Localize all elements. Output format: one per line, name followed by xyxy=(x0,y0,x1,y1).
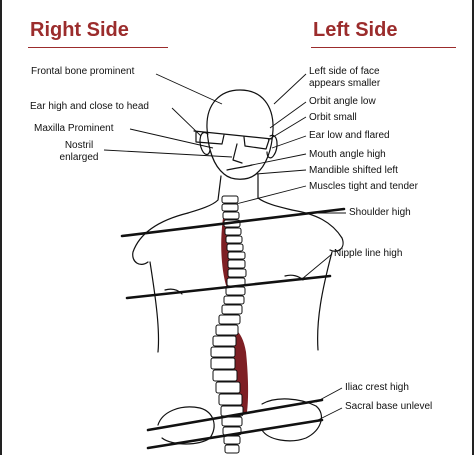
label-ear-high: Ear high and close to head xyxy=(30,101,149,112)
left-heading-rule xyxy=(311,47,456,48)
left-shoulder xyxy=(291,209,344,252)
label-face-smaller: Left side of face appears smaller xyxy=(309,66,380,90)
neck-right xyxy=(187,175,222,214)
right-shoulder xyxy=(132,212,189,265)
frame-left-edge xyxy=(0,0,2,455)
leader-mandible xyxy=(255,169,307,175)
left-lens xyxy=(243,136,270,150)
leader-mouth xyxy=(251,153,307,166)
label-sacral-base-unlevel: Sacral base unlevel xyxy=(345,401,433,412)
label-muscles-tight: Muscles tight and tender xyxy=(309,181,418,192)
label-mouth-angle-high: Mouth angle high xyxy=(309,149,386,160)
leader-ear-low xyxy=(271,135,307,149)
torso-left-side xyxy=(317,251,333,351)
mouth xyxy=(226,164,253,171)
label-nostril-line1: Nostril xyxy=(64,140,94,151)
right-side-heading: Right Side xyxy=(30,19,129,41)
left-ear xyxy=(266,134,278,159)
shoulder-level-line xyxy=(120,207,346,238)
sacral-level-line xyxy=(146,418,324,450)
pelvis-left xyxy=(261,398,323,442)
label-maxilla: Maxilla Prominent xyxy=(34,123,114,134)
leader-nostril xyxy=(103,149,233,158)
frame-right-edge xyxy=(472,0,474,455)
label-face-line1: Left side of face xyxy=(309,66,380,77)
left-side-heading: Left Side xyxy=(313,19,398,41)
label-nipple-line-high: Nipple line high xyxy=(334,248,403,259)
spine xyxy=(210,195,247,454)
label-shoulder-high: Shoulder high xyxy=(349,207,411,218)
leader-orbit-small xyxy=(267,116,307,141)
label-nostril: Nostril enlarged xyxy=(52,140,106,164)
label-iliac-crest-high: Iliac crest high xyxy=(345,382,409,393)
leader-ear-high xyxy=(171,107,202,137)
leader-frontal xyxy=(155,73,223,105)
nipple-level-line xyxy=(125,274,332,300)
label-face-line2: appears smaller xyxy=(309,78,381,89)
leader-orbit-low xyxy=(269,101,307,129)
iliac-level-line xyxy=(146,398,324,432)
leader-maxilla xyxy=(129,128,214,149)
neck-left xyxy=(257,173,293,211)
leader-nipple xyxy=(301,253,333,280)
torso-right-side xyxy=(149,261,160,353)
orbit-line xyxy=(193,130,273,140)
label-orbit-small: Orbit small xyxy=(309,112,357,123)
label-ear-low-flared: Ear low and flared xyxy=(309,130,390,141)
leader-muscles xyxy=(235,185,307,205)
leader-iliac xyxy=(315,387,343,403)
label-nostril-line2: enlarged xyxy=(59,152,99,163)
nose xyxy=(232,143,243,164)
right-heading-rule xyxy=(28,47,168,48)
label-orbit-angle-low: Orbit angle low xyxy=(309,96,376,107)
right-lens xyxy=(195,131,225,145)
right-ear xyxy=(199,132,211,156)
leader-face-small xyxy=(273,73,307,105)
label-mandible-shifted: Mandible shifted left xyxy=(309,165,398,176)
label-frontal-bone: Frontal bone prominent xyxy=(31,66,135,77)
head-outline xyxy=(206,89,274,180)
leader-sacral xyxy=(317,407,343,421)
